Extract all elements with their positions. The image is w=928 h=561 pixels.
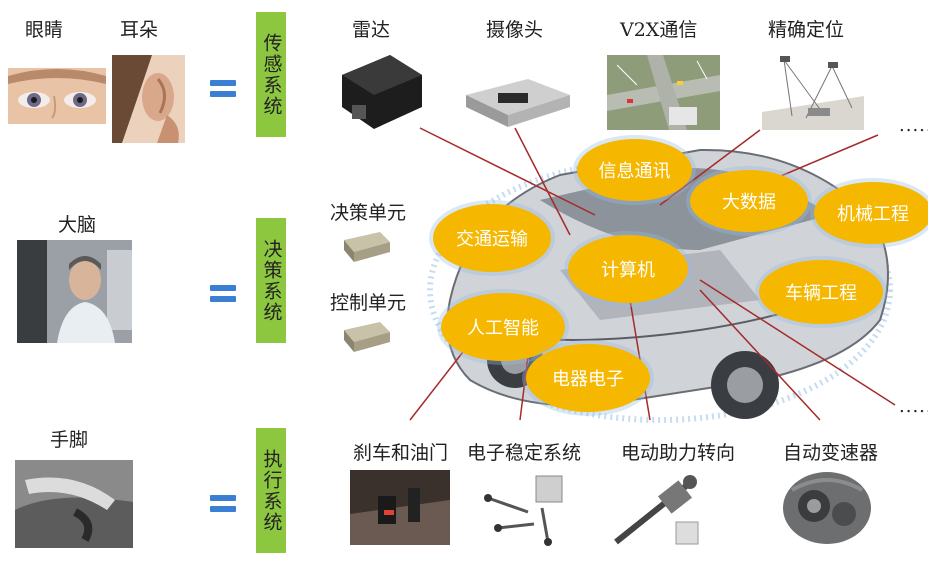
eps-image (606, 466, 716, 551)
bubble-ai: 人工智能 (441, 293, 565, 361)
bubble-traffic: 交通运输 (433, 204, 551, 272)
limbs-label: 手脚 (50, 429, 89, 451)
equals-icon (210, 285, 236, 307)
ears-label: 耳朵 (120, 19, 159, 41)
bubble-big-data: 大数据 (690, 170, 808, 232)
radar-image (330, 45, 430, 135)
esc-image (478, 468, 578, 548)
actuators-more: ..... (899, 396, 928, 417)
decision-unit-label: 决策单元 (330, 202, 407, 224)
camera-image (458, 65, 578, 135)
v2x-image (607, 55, 720, 130)
decision-system-box: 决策系统 (256, 218, 286, 343)
equals-icon (210, 495, 236, 517)
execution-system-box: 执行系统 (256, 428, 286, 553)
positioning-image (762, 52, 864, 130)
v2x-label: V2X通信 (620, 19, 698, 41)
control-unit-image (340, 318, 392, 356)
brain-label: 大脑 (58, 214, 97, 236)
brake-throttle-image (350, 470, 450, 545)
ear-image (112, 55, 185, 143)
control-unit-label: 控制单元 (330, 292, 407, 314)
brake-throttle-label: 刹车和油门 (353, 442, 449, 464)
bubble-info-comm: 信息通讯 (577, 139, 692, 201)
transmission-image (778, 466, 876, 548)
sensing-system-box: 传感系统 (256, 12, 286, 137)
equals-icon (210, 80, 236, 102)
sensors-more: ..... (899, 115, 928, 136)
eyes-image (8, 68, 106, 124)
limbs-image (15, 460, 133, 548)
decision-unit-image (340, 228, 392, 266)
bubble-computer: 计算机 (568, 235, 688, 303)
eps-label: 电动助力转向 (621, 442, 736, 464)
transmission-label: 自动变速器 (783, 442, 879, 464)
bubble-electrical: 电器电子 (526, 344, 650, 412)
brain-image (17, 240, 132, 343)
camera-label: 摄像头 (486, 19, 544, 41)
bubble-mech-eng: 机械工程 (814, 182, 928, 244)
bubble-vehicle-eng: 车辆工程 (759, 260, 883, 324)
radar-label: 雷达 (352, 19, 391, 41)
eyes-label: 眼睛 (25, 19, 64, 41)
positioning-label: 精确定位 (768, 19, 845, 41)
esc-label: 电子稳定系统 (467, 442, 582, 464)
